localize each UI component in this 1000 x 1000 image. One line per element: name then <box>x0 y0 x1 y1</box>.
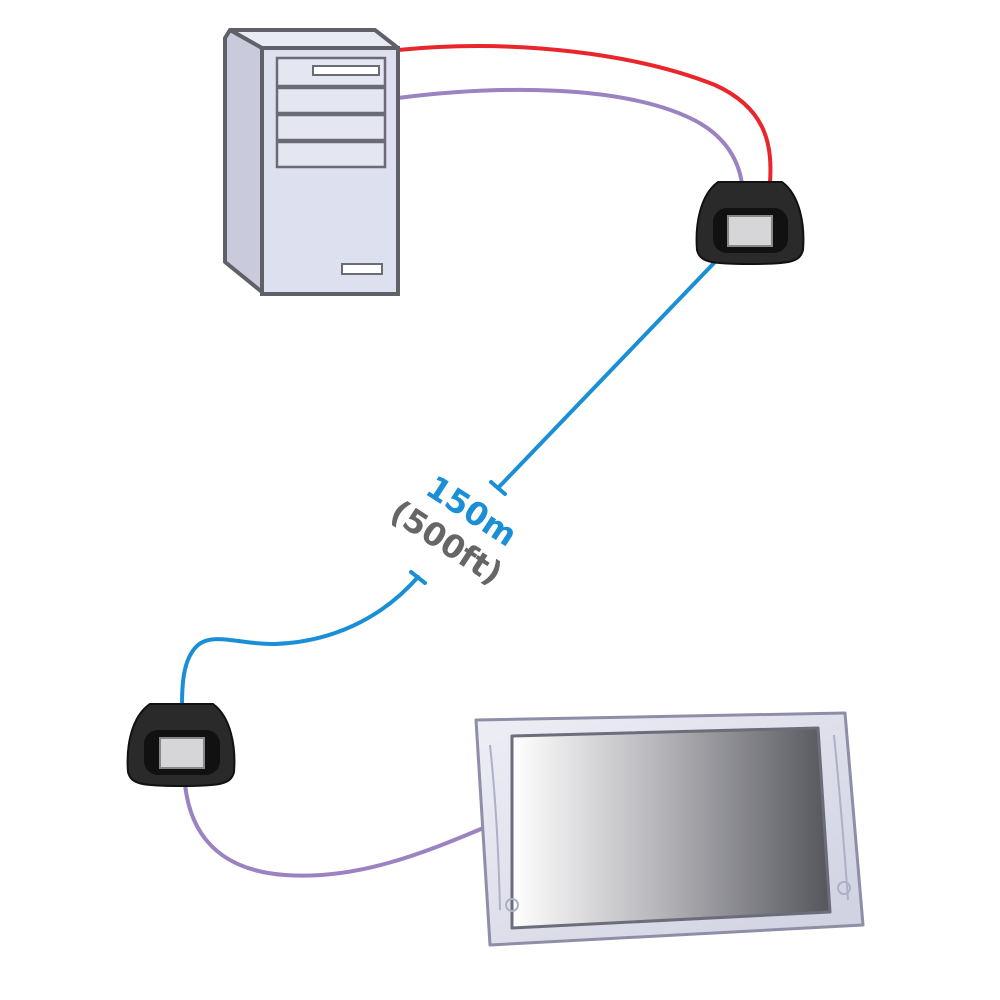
transmitter-port <box>727 215 773 247</box>
extender-transmitter-icon <box>695 181 805 266</box>
drive-bay-2 <box>275 86 387 115</box>
receiver-port <box>159 737 205 769</box>
blue-cable-lower-end-tick <box>409 570 427 585</box>
cables <box>180 44 773 878</box>
red-cable <box>396 44 773 186</box>
computer-top-panel <box>228 28 400 50</box>
purple-cable-bottom <box>181 756 490 878</box>
display-right-indicator <box>837 881 851 895</box>
drive-bay-4 <box>275 140 387 169</box>
display-left-speaker <box>489 744 501 911</box>
purple-cable-top <box>396 87 744 186</box>
display-screen <box>510 726 832 930</box>
blue-cable-upper <box>496 236 740 490</box>
display-right-speaker <box>833 734 849 901</box>
extender-receiver-icon <box>126 703 236 788</box>
drive-slot <box>312 65 380 76</box>
blue-cable-upper-end-tick <box>489 480 507 496</box>
display-left-indicator <box>505 898 519 912</box>
blue-cable-lower <box>180 575 420 708</box>
drive-bay-3 <box>275 113 387 142</box>
power-button <box>341 263 383 275</box>
computer-tower-icon <box>223 28 400 296</box>
computer-side-panel <box>223 28 264 294</box>
flat-panel-display-icon <box>474 711 865 947</box>
